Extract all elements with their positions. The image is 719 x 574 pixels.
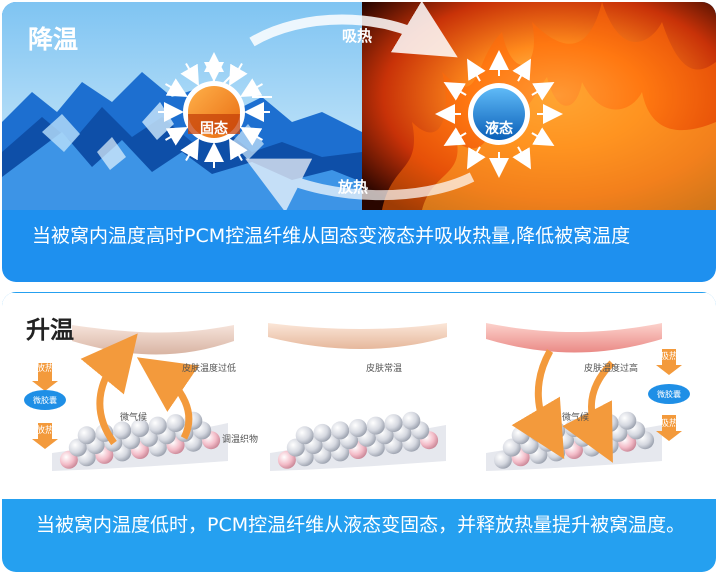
skin-low-label: 皮肤温度过低	[182, 362, 236, 374]
skin-layer-high	[486, 323, 662, 353]
fabric-label: 调温织物	[222, 433, 258, 445]
ray-arrow	[180, 63, 199, 87]
right-microcapsule-label: 微胶囊	[657, 389, 681, 399]
ray-arrow	[512, 146, 532, 170]
ray-arrow	[531, 82, 555, 101]
microcapsule-ball	[313, 423, 332, 442]
left-release-heat: 放热	[36, 362, 54, 374]
liquid-label: 液态	[485, 120, 513, 137]
right-capsule-indicator	[648, 349, 690, 441]
ray-arrow	[466, 146, 486, 170]
heating-caption: 当被窝内温度低时，PCM控温纤维从液态变固态，并释放热量提升被窝温度。	[36, 514, 686, 536]
cooling-panel: 固态 液态 降温 吸热 放热 当被窝内温度高时PCM控温纤维从固态变液态并吸收热…	[2, 2, 716, 282]
microcapsule-ball	[402, 411, 421, 430]
microcapsule-ball	[77, 426, 96, 445]
microclimate-label-2: 微气候	[562, 411, 589, 423]
right-absorb-heat-2: 吸热	[660, 417, 678, 429]
absorb-heat-arrow	[249, 2, 458, 58]
microcapsule-ball	[600, 414, 619, 433]
cooling-caption: 当被窝内温度高时PCM控温纤维从固态变液态并吸收热量,降低被窝温度	[32, 225, 631, 247]
heat-up-arrow-2	[136, 357, 199, 440]
solid-label: 固态	[200, 120, 228, 137]
release-heat-label: 放热	[337, 178, 368, 196]
cooling-title: 降温	[28, 25, 78, 54]
microcapsule-ball	[384, 414, 403, 433]
microclimate-label-1: 微气候	[120, 411, 147, 423]
ray-arrow	[443, 82, 467, 101]
release-heat-arrow	[245, 158, 475, 210]
ray-arrow	[531, 127, 555, 146]
skin-layer-normal	[268, 323, 447, 349]
heating-scene: 放热 微胶囊 放热 吸热 微胶囊 吸热 升温 皮肤温度过低 皮肤常温 皮肤温度过…	[2, 293, 716, 499]
microcapsule-ball	[113, 421, 132, 440]
left-release-heat-2: 放热	[36, 424, 54, 436]
microcapsule-ball	[295, 426, 314, 445]
microcapsule-ball	[349, 419, 367, 437]
ray-arrow	[467, 58, 486, 82]
heat-up-arrow-1	[80, 333, 138, 446]
solid-state-icon	[183, 52, 272, 143]
microcapsule-ball	[511, 426, 530, 445]
liquid-state-icon	[468, 83, 530, 145]
ray-arrow	[228, 137, 248, 161]
absorb-heat-label: 吸热	[342, 27, 372, 45]
ray-arrow	[180, 137, 200, 161]
ray-arrow	[229, 63, 248, 87]
solid-inward-arrows	[158, 56, 270, 168]
microcapsule-ball	[331, 421, 350, 440]
skin-normal-label: 皮肤常温	[366, 362, 402, 374]
ray-arrow	[165, 78, 189, 98]
right-absorb-heat: 吸热	[660, 350, 678, 362]
heating-panel: 放热 微胶囊 放热 吸热 微胶囊 吸热 升温 皮肤温度过低 皮肤常温 皮肤温度过…	[2, 292, 716, 572]
microcapsule-ball	[618, 411, 637, 430]
heat-down-arrow-1	[511, 349, 565, 460]
heat-down-arrow-2	[562, 360, 615, 463]
left-microcapsule-label: 微胶囊	[33, 395, 57, 405]
microcapsule-ball	[166, 414, 185, 433]
ray-arrow	[239, 78, 263, 97]
microcapsule-ball	[148, 416, 167, 435]
microcapsule-ball	[131, 419, 149, 437]
microcapsule-ball	[366, 416, 385, 435]
skin-high-label: 皮肤温度过高	[584, 362, 638, 374]
cooling-scene: 固态 液态 降温 吸热 放热	[2, 2, 716, 210]
ray-arrow	[239, 127, 263, 146]
ray-arrow	[443, 127, 467, 146]
left-capsule-indicator	[24, 363, 66, 449]
ray-arrow	[512, 58, 531, 82]
heating-title: 升温	[26, 316, 74, 344]
ray-arrow	[165, 126, 189, 146]
liquid-outward-arrows	[435, 50, 563, 178]
